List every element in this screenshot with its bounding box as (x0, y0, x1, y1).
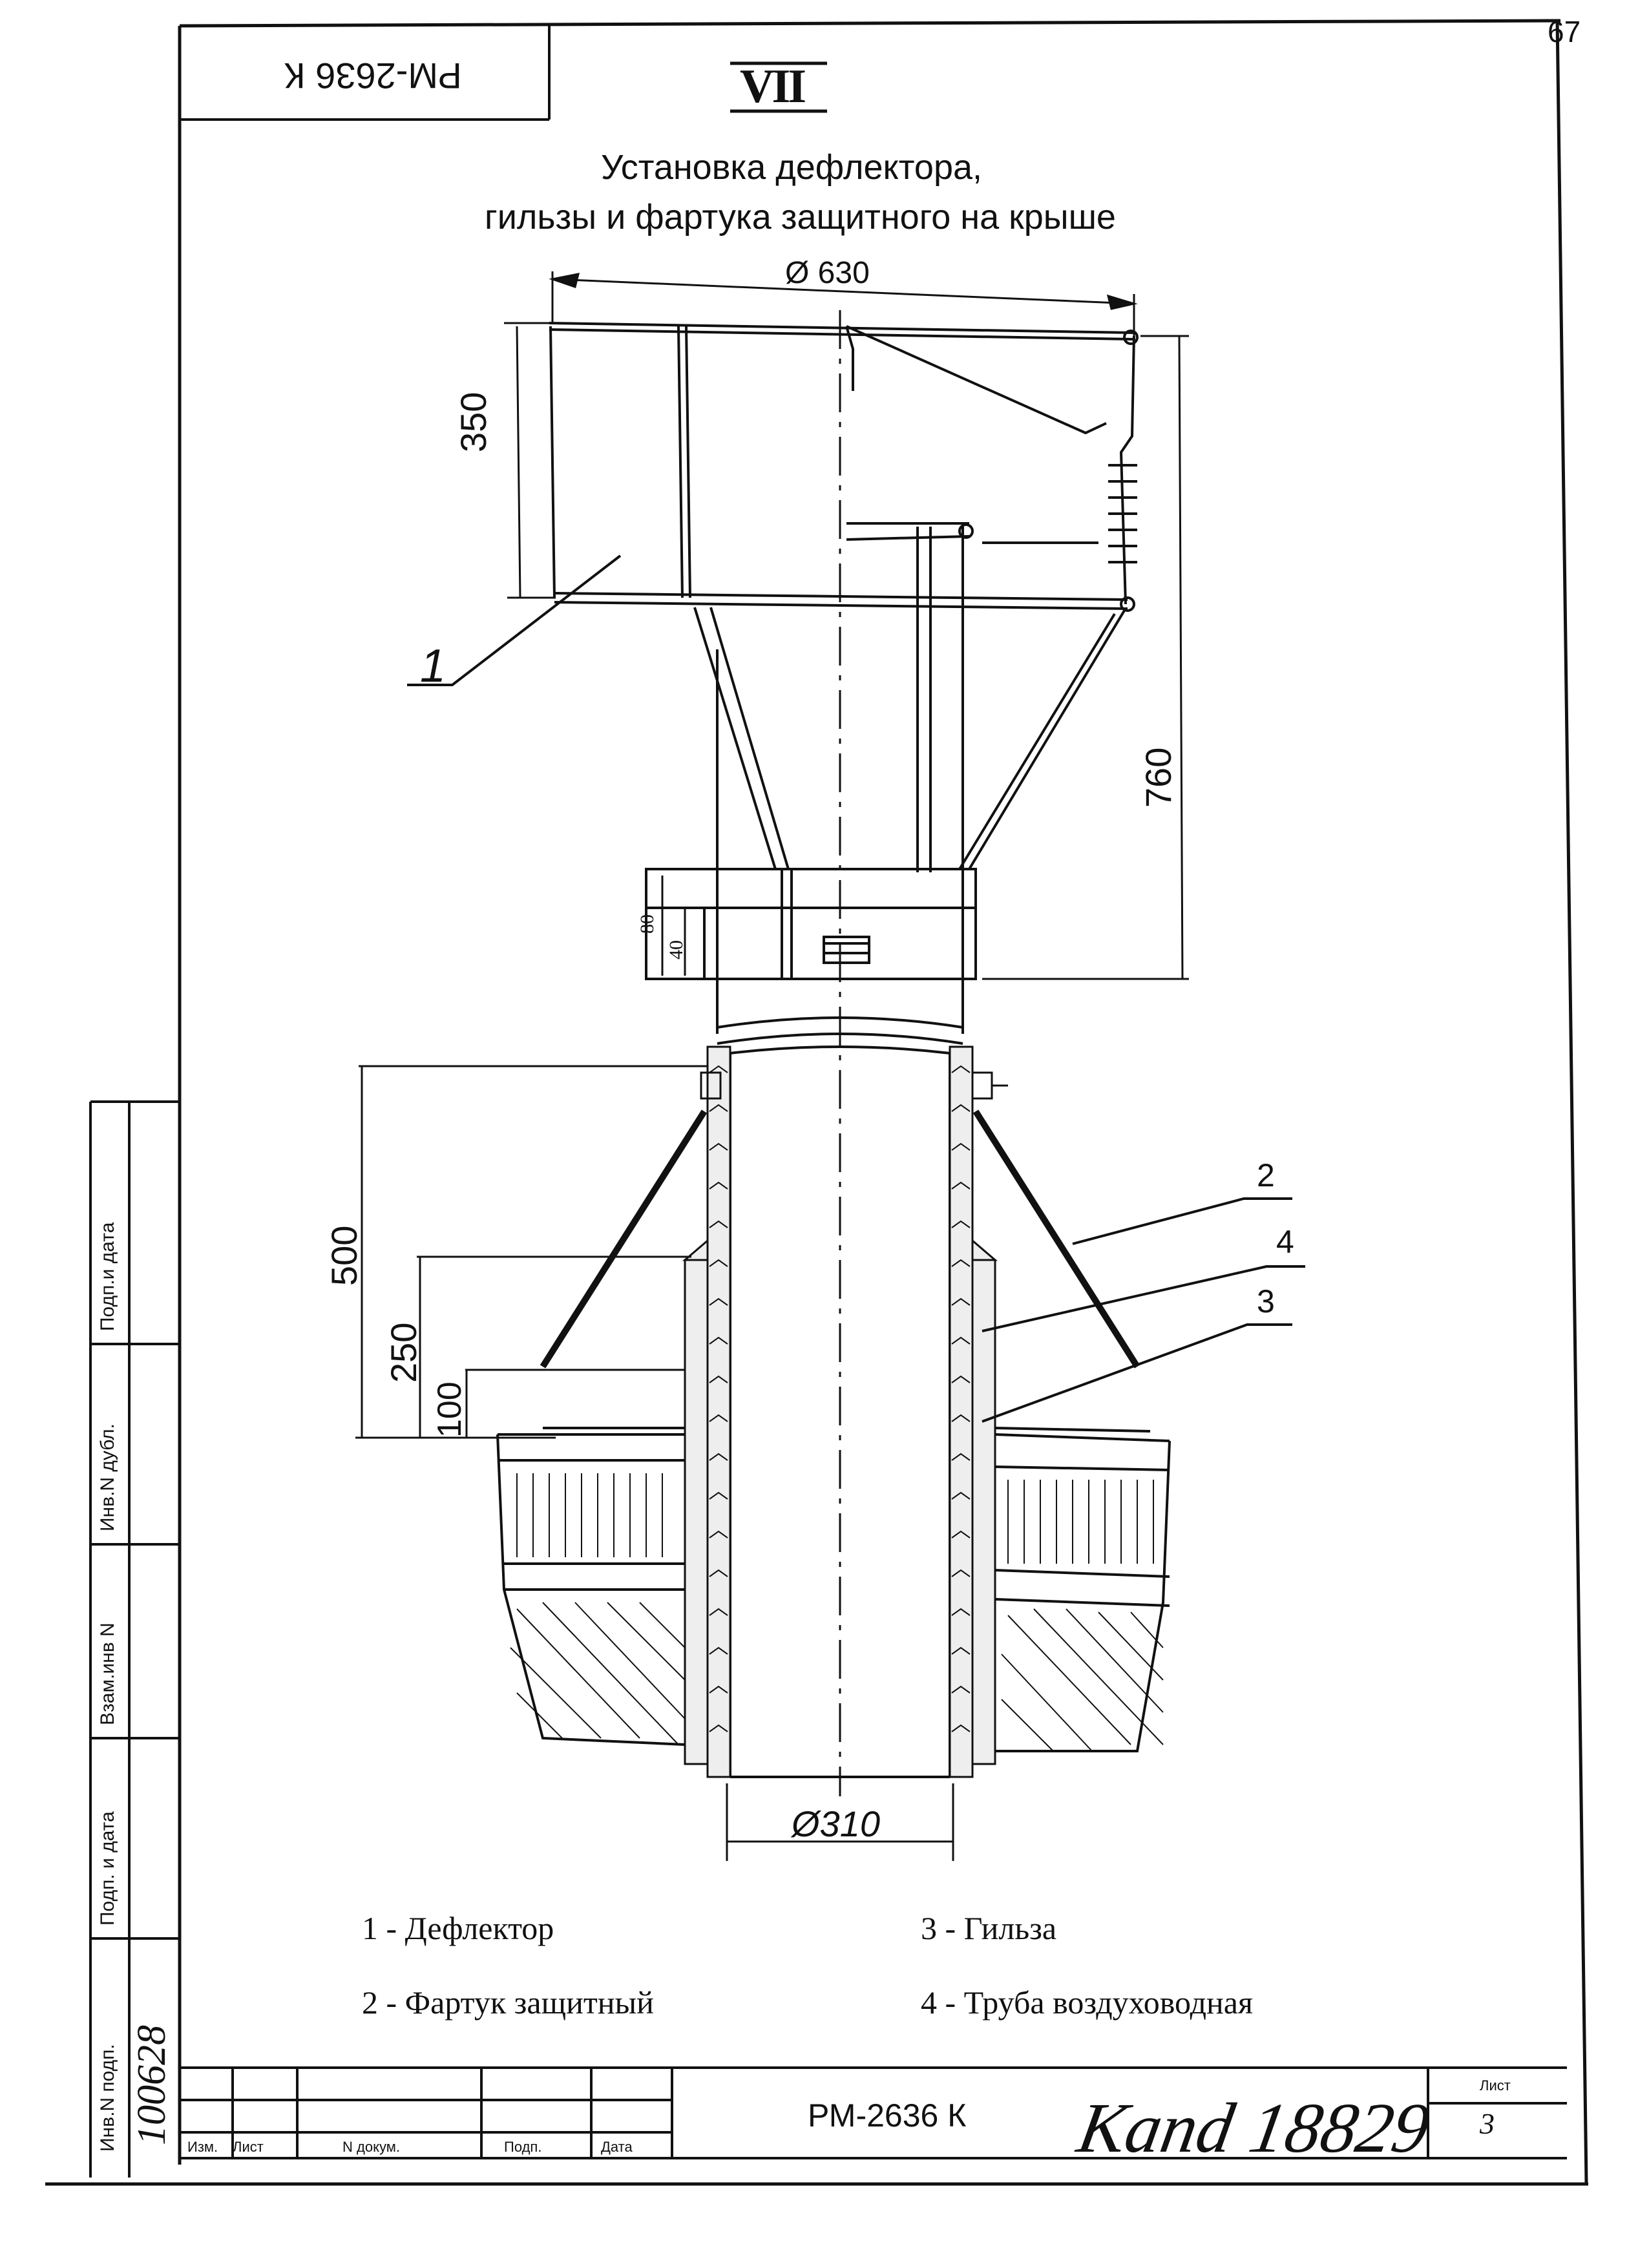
legend-item-3: 3 - Гильза (921, 1910, 1057, 1946)
roof-section (496, 1427, 1171, 1752)
dim-height-250: 250 (383, 1322, 424, 1383)
side-stamp-sign-date-1: Подп.и дата (97, 1222, 118, 1331)
section-mark: VII (740, 60, 806, 113)
stamp-code-rotated: РМ-2636 К (284, 56, 462, 96)
roof-insulation-hatch (516, 1473, 1154, 1564)
section-mark-lines (730, 61, 827, 113)
dim-height-40: 40 (666, 940, 687, 960)
dim-height-500: 500 (324, 1225, 364, 1286)
sleeve-insulation (682, 1045, 998, 1778)
handwritten-note: Каnd 18829 (1072, 2088, 1436, 2167)
dim-diameter-630: Ø 630 (785, 256, 870, 290)
title-block-col-izm: Изм. (187, 2139, 218, 2155)
protective-apron (540, 1109, 1140, 1369)
title-block-col-podp: Подп. (504, 2139, 542, 2155)
side-stamp-grid (89, 1100, 180, 2178)
dim-diameter-310: Ø310 (792, 1803, 880, 1844)
dim-height-100: 100 (431, 1381, 468, 1438)
dimension-lines (355, 271, 1189, 1861)
side-stamp-inv-orig: Инв.N подп. (97, 2044, 118, 2152)
side-stamp-handwritten-number: 100628 (130, 2025, 174, 2145)
dim-height-350: 350 (453, 392, 494, 452)
deflector-body (549, 322, 1139, 1034)
sheet-frame (45, 19, 1588, 2186)
legend-item-1: 1 - Дефлектор (362, 1910, 554, 1946)
sheet-corner-number: 67 (1548, 15, 1581, 48)
side-stamp-repl-inv: Взам.инв N (97, 1622, 118, 1725)
side-stamp-inv-dup: Инв.N дубл. (97, 1423, 118, 1531)
side-stamp-sign-date-2: Подп. и дата (97, 1811, 118, 1926)
pipe-clamp (700, 1071, 1008, 1100)
callout-4: 4 (1276, 1224, 1294, 1260)
dim-height-80: 80 (636, 914, 658, 934)
callout-leaders (407, 554, 1305, 1423)
callout-1: 1 (420, 640, 446, 692)
callout-2: 2 (1257, 1157, 1275, 1193)
drawing-title-line-2: гильзы и фартука защитного на крыше (485, 198, 1116, 236)
legend-item-4: 4 - Труба воздуховодная (921, 1984, 1253, 2021)
sleeve-honeycomb (709, 1065, 971, 1732)
title-block-code: РМ-2636 К (808, 2097, 967, 2134)
title-block-sheet-number: 3 (1480, 2107, 1495, 2140)
dim-height-760: 760 (1138, 747, 1179, 808)
stamp-box (180, 26, 551, 121)
callout-3: 3 (1257, 1283, 1275, 1319)
title-block-col-data: Дата (601, 2139, 633, 2155)
title-block-col-list: Лист (233, 2139, 264, 2155)
title-block-grid (180, 2066, 1567, 2158)
title-block-sheet-label: Лист (1480, 2077, 1511, 2094)
drawing-title-line-1: Установка дефлектора, (601, 148, 983, 187)
title-block-col-ndoc: N докум. (342, 2139, 400, 2155)
legend-item-2: 2 - Фартук защитный (362, 1984, 654, 2021)
concrete-slab-hatch (510, 1602, 1164, 1752)
